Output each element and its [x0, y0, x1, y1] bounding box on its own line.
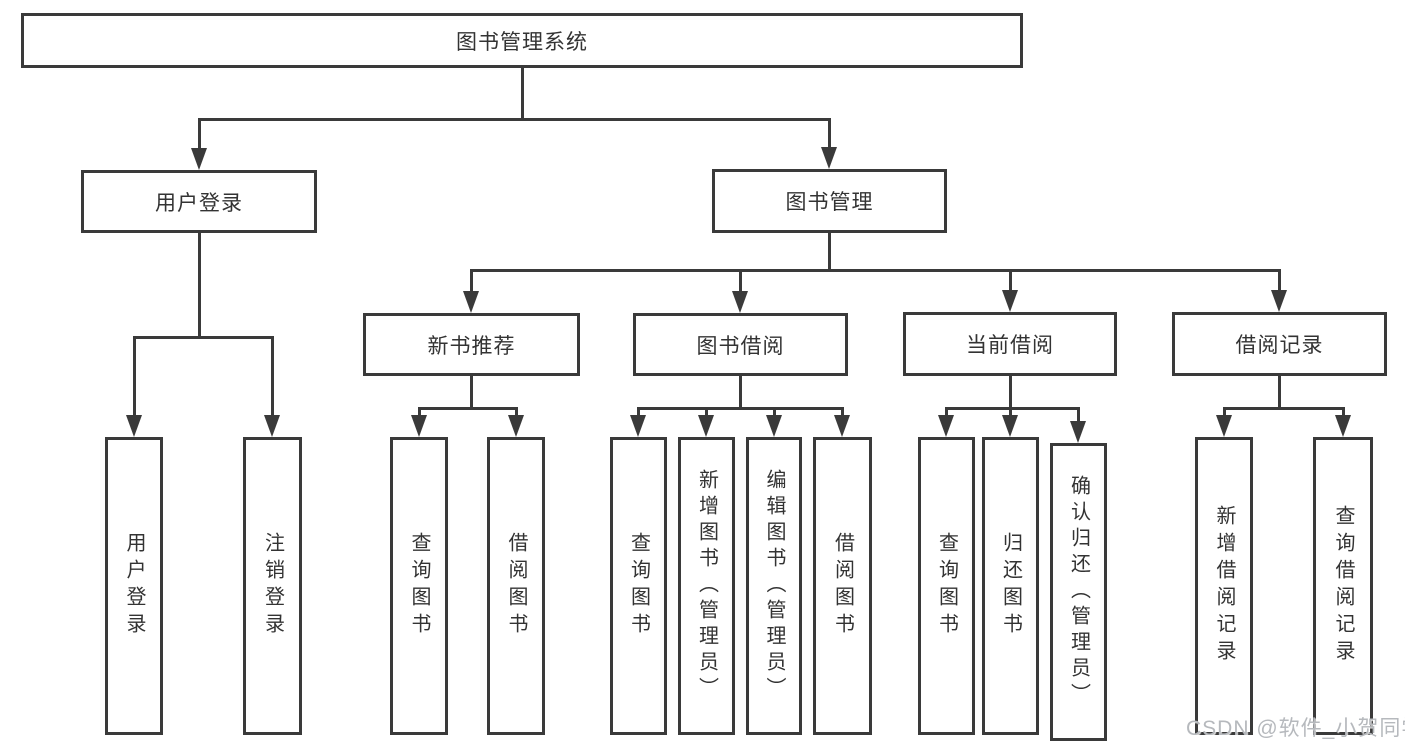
connector-drop-leaf: [637, 407, 640, 417]
leaf-logout: 注销登录: [243, 437, 302, 735]
node-label: 借阅记录: [1235, 334, 1324, 357]
arrow-down-icon: [1335, 415, 1351, 437]
leaf-add-borrow-record: 新增借阅记录: [1195, 437, 1253, 735]
arrow-down-icon: [411, 415, 427, 437]
connector-drop-user-login: [198, 118, 201, 152]
connector-root-branch: [198, 118, 830, 121]
leaf-add-books-admin: 新增图书（管理员）: [678, 437, 735, 735]
connector-recommend-stem: [470, 376, 473, 410]
arrow-down-icon: [1216, 415, 1232, 437]
connector-current-branch: [945, 407, 1080, 410]
leaf-edit-books-admin: 编辑图书（管理员）: [746, 437, 802, 735]
arrow-down-icon: [126, 415, 142, 437]
leaf-label: 确认归还（管理员）: [1067, 475, 1090, 709]
arrow-down-icon: [1002, 415, 1018, 437]
node-label: 用户登录: [155, 191, 243, 215]
arrow-down-icon: [698, 415, 714, 437]
leaf-label: 查询图书: [408, 532, 430, 640]
arrow-down-icon: [821, 147, 837, 169]
connector-drop-leaf: [1009, 407, 1012, 417]
leaf-label: 归还图书: [999, 532, 1022, 640]
connector-borrowing-branch: [637, 407, 844, 410]
node-book-management: 图书管理: [712, 169, 947, 233]
connector-drop-leaf: [841, 407, 844, 417]
connector-book-stem: [828, 233, 831, 272]
leaf-query-books-borrowing: 查询图书: [610, 437, 667, 735]
connector-drop-leaf: [1223, 407, 1226, 417]
leaf-label: 编辑图书（管理员）: [763, 469, 785, 703]
leaf-label: 用户登录: [123, 532, 145, 640]
leaf-user-login: 用户登录: [105, 437, 163, 735]
arrow-down-icon: [1271, 290, 1287, 312]
node-borrowing-records: 借阅记录: [1172, 312, 1387, 376]
connector-drop-leaf: [945, 407, 948, 417]
connector-drop-records: [1278, 269, 1281, 293]
leaf-label: 注销登录: [261, 532, 284, 640]
leaf-label: 借阅图书: [831, 532, 854, 640]
node-label: 图书借阅: [696, 334, 785, 358]
leaf-label: 新增借阅记录: [1213, 505, 1235, 667]
arrow-down-icon: [1002, 290, 1018, 312]
connector-recommend-branch: [418, 407, 518, 410]
connector-drop-leaf: [1077, 407, 1080, 423]
connector-records-stem: [1278, 376, 1281, 410]
connector-drop-borrowing: [739, 269, 742, 294]
arrow-down-icon: [1070, 421, 1086, 443]
leaf-return-books: 归还图书: [982, 437, 1039, 735]
connector-drop-current: [1009, 269, 1012, 293]
arrow-down-icon: [508, 415, 524, 437]
connector-drop-leaf: [1342, 407, 1345, 417]
node-new-book-recommend: 新书推荐: [363, 313, 580, 376]
node-user-login: 用户登录: [81, 170, 317, 233]
connector-drop-leaf: [705, 407, 708, 417]
arrow-down-icon: [630, 415, 646, 437]
leaf-borrow-books-recommend: 借阅图书: [487, 437, 545, 735]
leaf-borrow-books-borrowing: 借阅图书: [813, 437, 872, 735]
arrow-down-icon: [463, 291, 479, 313]
connector-user-branch: [133, 336, 273, 339]
leaf-label: 查询图书: [627, 532, 650, 640]
connector-drop-leaf: [515, 407, 518, 417]
connector-user-stem: [198, 233, 201, 339]
node-current-borrowing: 当前借阅: [903, 312, 1117, 376]
arrow-down-icon: [766, 415, 782, 437]
arrow-down-icon: [191, 148, 207, 170]
node-label: 图书管理: [785, 191, 874, 214]
node-root-label: 图书管理系统: [456, 30, 588, 54]
node-label: 新书推荐: [427, 334, 516, 358]
leaf-query-books-recommend: 查询图书: [390, 437, 448, 735]
connector-drop-book-management: [828, 118, 831, 150]
arrow-down-icon: [834, 415, 850, 437]
arrow-down-icon: [732, 291, 748, 313]
connector-drop-leaf: [773, 407, 776, 417]
leaf-label: 借阅图书: [505, 532, 527, 640]
leaf-confirm-return-admin: 确认归还（管理员）: [1050, 443, 1107, 741]
connector-drop-leaf: [418, 407, 421, 417]
connector-records-branch: [1223, 407, 1345, 410]
connector-book-branch: [470, 269, 1280, 272]
watermark: CSDN @软件_小贺同学: [1186, 717, 1405, 740]
leaf-query-books-current: 查询图书: [918, 437, 975, 735]
connector-drop-recommend: [470, 269, 473, 294]
connector-drop-leaf: [133, 336, 136, 418]
connector-root-stem: [521, 68, 524, 120]
leaf-label: 查询图书: [935, 532, 958, 640]
leaf-query-borrow-record: 查询借阅记录: [1313, 437, 1373, 735]
connector-current-stem: [1009, 376, 1012, 410]
node-book-borrowing: 图书借阅: [633, 313, 848, 376]
connector-drop-leaf: [271, 336, 274, 418]
arrow-down-icon: [264, 415, 280, 437]
leaf-label: 新增图书（管理员）: [695, 469, 718, 703]
node-root: 图书管理系统: [21, 13, 1023, 68]
node-label: 当前借阅: [966, 334, 1054, 357]
arrow-down-icon: [938, 415, 954, 437]
leaf-label: 查询借阅记录: [1332, 505, 1354, 667]
connector-borrowing-stem: [739, 376, 742, 410]
